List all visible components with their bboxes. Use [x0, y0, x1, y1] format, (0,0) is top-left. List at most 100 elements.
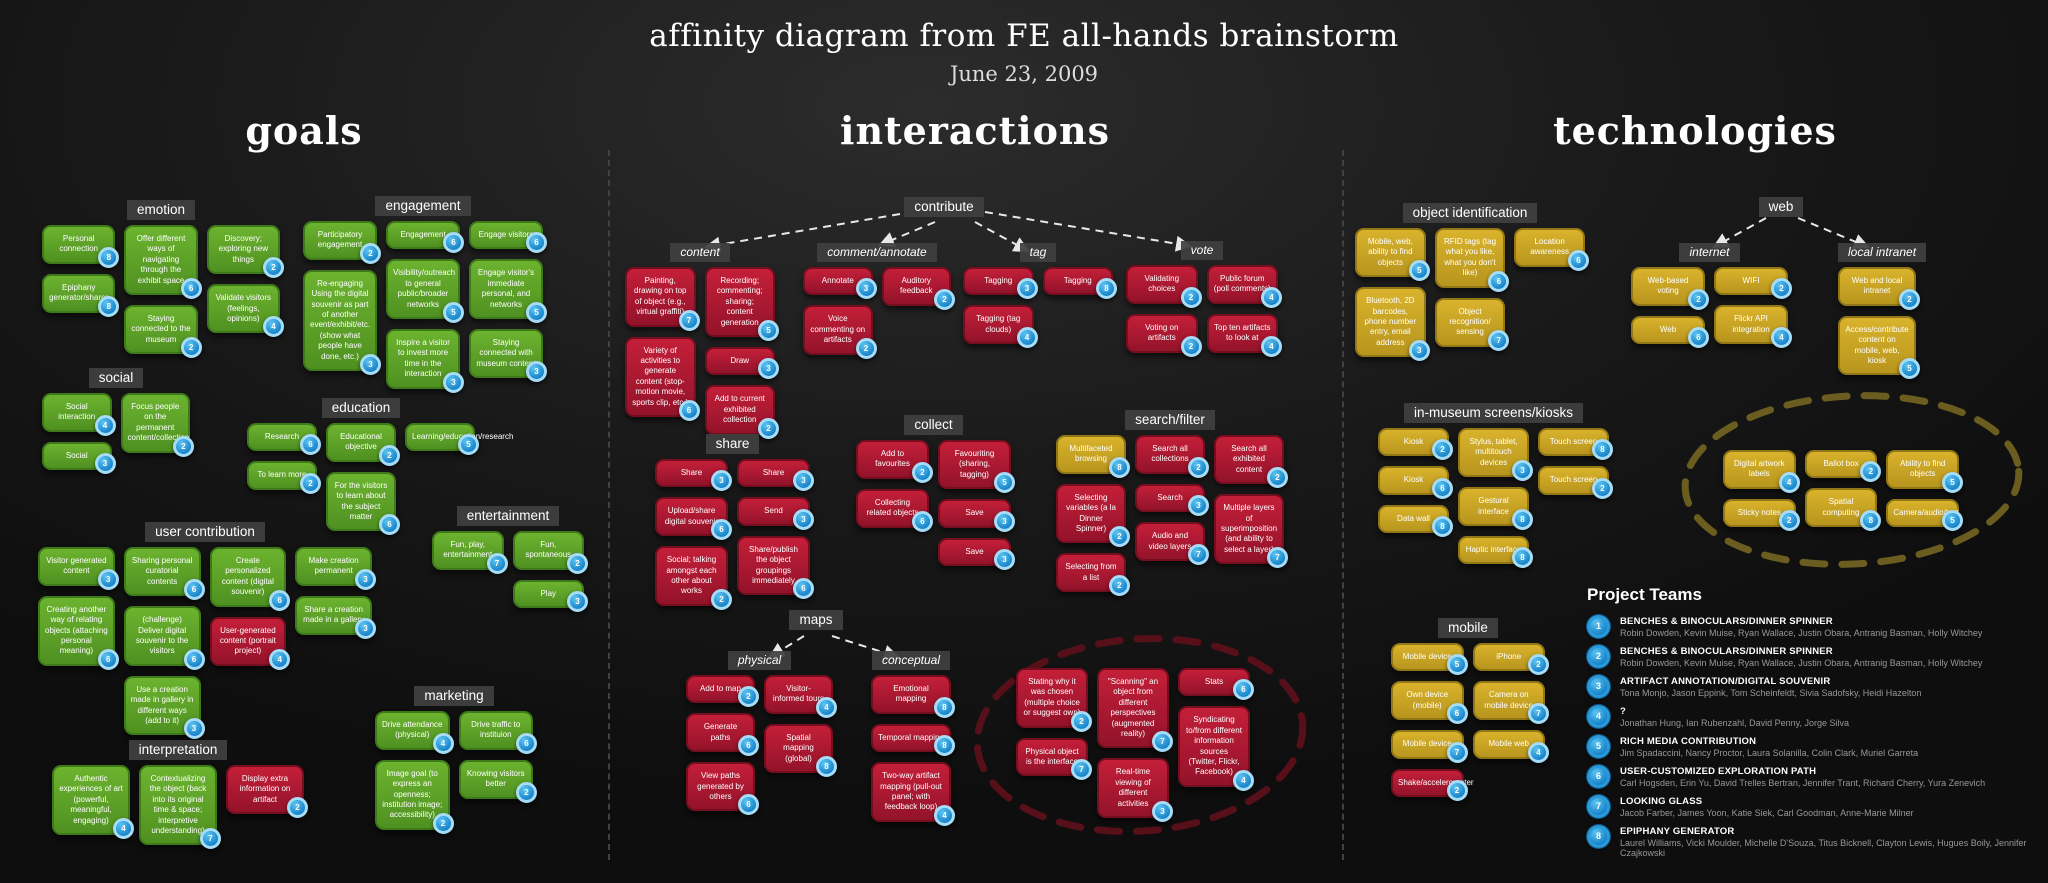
sticky-note-text: Data wall	[1397, 513, 1430, 523]
sticky-note-text: Visitor generated content	[46, 556, 107, 576]
team-number-badge: 5	[758, 319, 779, 341]
sticky-note: Access/contribute content on mobile, web…	[1838, 315, 1920, 380]
team-number-badge: 2	[1899, 288, 1920, 310]
sticky-note-text: Social interaction	[58, 402, 96, 422]
page-date: June 23, 2009	[949, 62, 1099, 86]
team-number-badge: 8	[816, 755, 837, 777]
sticky-note-text: Social	[65, 450, 88, 460]
group-label-vote: vote	[1180, 241, 1224, 260]
team-number-badge: 2	[1180, 335, 1202, 357]
sticky-note-text: Web	[1659, 324, 1677, 334]
team-number-badge: 3	[1152, 800, 1173, 822]
sticky-note-text: Contextualizing the object (back into it…	[149, 774, 207, 835]
sticky-note-text: Social; talking amongst each other about…	[666, 555, 717, 596]
team-number-badge: 2	[1432, 439, 1453, 461]
sticky-note-text: Authentic experiences of art (powerful, …	[59, 774, 123, 825]
sticky-note: Multiple layers of superimposition (and …	[1214, 494, 1288, 569]
team-number-badge: 3	[793, 508, 814, 530]
team-number-badge: 8	[1860, 510, 1882, 532]
team-number-badge: 4	[1261, 286, 1282, 308]
sticky-note-text: Web and local intranet	[1851, 276, 1903, 296]
team-number-badge: 6	[738, 794, 759, 816]
team-number-badge: 3	[758, 358, 779, 380]
sticky-note-text: Mobile device	[1402, 739, 1452, 749]
sticky-note-text: Multiple layers of superimposition (and …	[1221, 503, 1278, 554]
team-number-badge: 2	[1188, 456, 1209, 478]
team-number-badge: 2	[379, 444, 400, 466]
team-number-badge: 2	[567, 552, 588, 574]
group-red-cluster: Stating why it was chosen (multiple choi…	[1016, 664, 1254, 822]
group-label-education: education	[321, 398, 401, 418]
team-name: ARTIFACT ANNOTATION/DIGITAL SOUVENIR	[1620, 676, 1831, 687]
team-number-badge: 4	[1778, 471, 1800, 493]
team-number-badge: 2	[1860, 461, 1882, 483]
team-number-badge: 6	[379, 514, 400, 536]
team-number-badge: 3	[1587, 675, 1610, 698]
sticky-note-text: Camera on mobile device	[1484, 690, 1534, 710]
sticky-note-text: Gestural interface	[1478, 496, 1509, 516]
team-members: Tona Monjo, Jason Eppink, Tom Scheinfeld…	[1620, 688, 1922, 698]
sticky-note-text: Educational objective	[340, 432, 382, 452]
sticky-note: Inspire a visitor to invest more time in…	[386, 328, 464, 393]
sticky-note: Focus people on the permanent content/co…	[120, 393, 194, 457]
sticky-note-text: Painting, drawing on top of object (e.g.…	[634, 276, 687, 317]
team-number-badge: 2	[1587, 645, 1610, 668]
team-name: ?	[1620, 706, 1627, 717]
team-number-badge: 2	[516, 781, 537, 803]
sticky-note-text: Access/contribute content on mobile, web…	[1845, 324, 1909, 365]
team-number-badge: 4	[816, 696, 837, 718]
sticky-note-text: For the visitors to learn about the subj…	[334, 480, 388, 521]
team-number-badge: 7	[1267, 547, 1288, 569]
sticky-note: Tagging (tag clouds)4	[963, 305, 1038, 349]
team-number-badge: 6	[300, 434, 321, 456]
group-label-tag: tag	[1019, 243, 1057, 262]
team-number-badge: 2	[1688, 288, 1709, 310]
group-label-conceptual: conceptual	[871, 651, 951, 670]
group-label-marketing: marketing	[414, 686, 494, 706]
sticky-note-text: Validate visitors (feelings, opinions)	[215, 293, 272, 323]
sticky-note: Painting, drawing on top of object (e.g.…	[625, 267, 700, 331]
sticky-note-text: Epiphany generator/sharer	[49, 282, 109, 303]
team-number-badge: 2	[432, 812, 454, 834]
team-number-badge: 4	[1587, 705, 1610, 728]
sticky-note: Share/publish the object groupings immed…	[737, 535, 814, 600]
sticky-note-text: Temporal mapping	[878, 732, 944, 742]
group-label-user-contribution: user contribution	[145, 522, 265, 542]
group-label-collect: collect	[904, 415, 963, 435]
sticky-note-text: Real-time viewing of different activitie…	[1115, 767, 1151, 808]
team-number-badge: 3	[94, 453, 116, 475]
team-number-badge: 8	[934, 735, 955, 757]
team-number-badge: 7	[1446, 741, 1468, 763]
sticky-note: Spatial mapping (global)8	[764, 723, 837, 777]
sticky-note-text: Kiosk	[1403, 475, 1424, 485]
